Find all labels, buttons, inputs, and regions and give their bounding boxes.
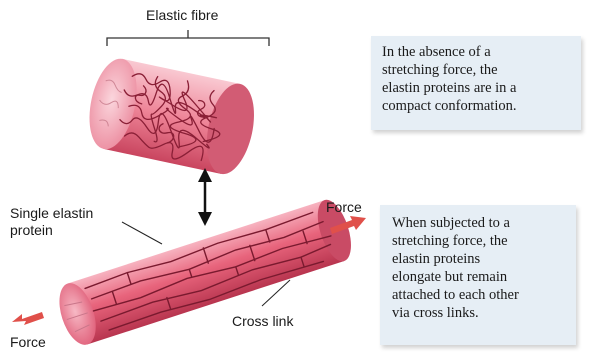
cross-link-label: Cross link [232,313,293,330]
stretched-state-box: When subjected to a stretching force, th… [380,205,576,345]
single-elastin-leader [122,222,162,244]
relaxed-state-text: In the absence of a stretching force, th… [371,36,581,115]
force-label-right: Force [326,199,362,216]
elastic-fibre-label: Elastic fibre [146,7,218,24]
force-label-left: Force [10,334,46,351]
relaxed-fibre [82,54,262,178]
stretched-state-text: When subjected to a stretching force, th… [380,205,576,322]
transition-arrow [198,168,212,226]
force-arrow-left [12,312,44,325]
single-elastin-protein-label: Single elastin protein [10,205,93,239]
relaxed-state-box: In the absence of a stretching force, th… [371,36,581,130]
elastic-fibre-bracket [107,30,269,46]
